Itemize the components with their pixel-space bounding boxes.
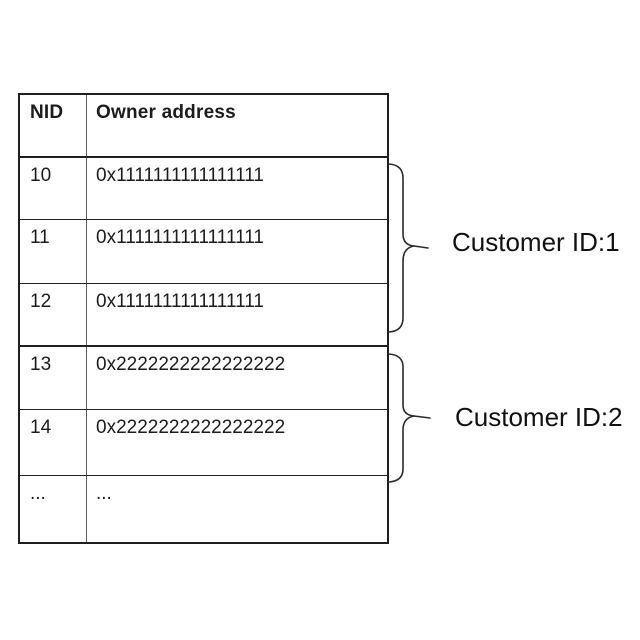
customer-id-2-label: Customer ID:2	[455, 402, 623, 432]
customer-1-brace-tick	[413, 245, 429, 249]
table-row: 11 0x1111111111111111	[20, 219, 387, 283]
customer-id-1-label: Customer ID:1	[452, 227, 620, 257]
address-cell: 0x1111111111111111	[96, 165, 264, 186]
customer-1-brace	[388, 163, 415, 333]
nid-owner-address-table: NID Owner address 10 0x1111111111111111 …	[18, 93, 389, 544]
address-cell: 0x1111111111111111	[96, 291, 264, 312]
table-row: ... ...	[20, 475, 387, 542]
address-cell: 0x1111111111111111	[96, 227, 264, 248]
nid-cell: 14	[20, 410, 87, 475]
address-cell: 0x2222222222222222	[96, 417, 286, 438]
table-row: 13 0x2222222222222222	[20, 345, 387, 409]
table-row: 10 0x1111111111111111	[20, 156, 387, 219]
nid-cell: 10	[20, 158, 87, 219]
customer-2-brace	[388, 353, 415, 483]
owner-address-column-header: Owner address	[96, 102, 236, 123]
nid-cell: 12	[20, 284, 87, 345]
nid-column-header: NID	[20, 95, 87, 156]
table-header-row: NID Owner address	[20, 95, 387, 156]
address-cell: 0x2222222222222222	[96, 354, 286, 375]
address-cell: ...	[96, 483, 112, 504]
nid-cell: ...	[20, 476, 87, 542]
table-row: 12 0x1111111111111111	[20, 283, 387, 345]
customer-2-brace-tick	[413, 415, 431, 419]
nid-cell: 13	[20, 347, 87, 409]
table-row: 14 0x2222222222222222	[20, 409, 387, 475]
nid-cell: 11	[20, 220, 87, 283]
